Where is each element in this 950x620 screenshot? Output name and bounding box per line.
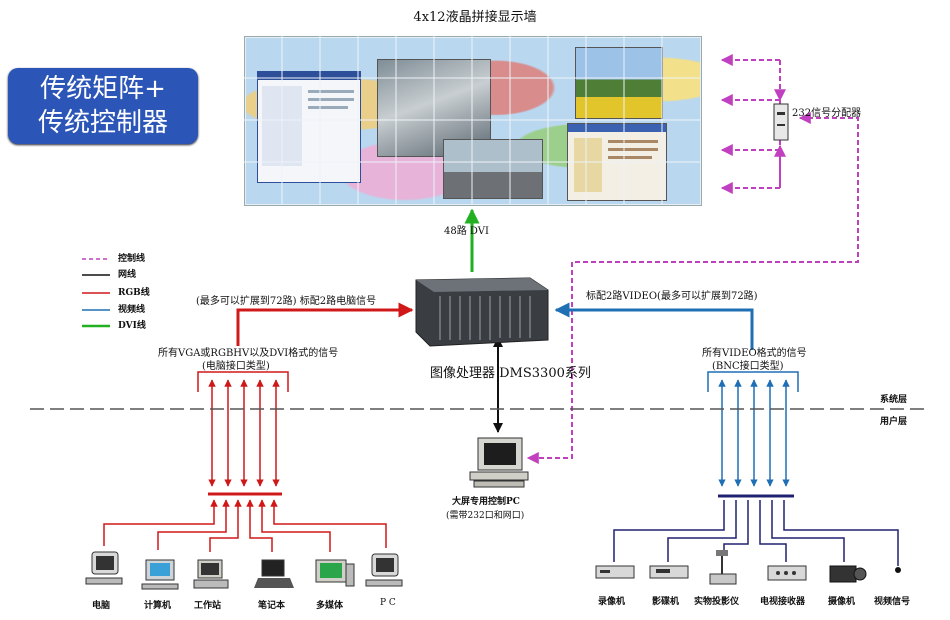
left-device-label: P C: [380, 598, 396, 608]
left-signal-line-2: (电脑接口类型): [202, 361, 270, 372]
legend-item-control: 控制线: [82, 251, 202, 267]
legend-label-video: 视频线: [118, 305, 146, 315]
dvi-label: 48路 DVI: [444, 226, 489, 237]
left-device-label: 笔记本: [258, 601, 286, 611]
left-device-label: 计算机: [144, 601, 172, 611]
legend-label-rgb: RGB线: [118, 288, 150, 298]
title-badge: 传统矩阵+ 传统控制器: [8, 68, 198, 144]
control-pc-device: [469, 437, 529, 488]
field-photo: [575, 47, 663, 119]
right-device-label: 摄像机: [828, 597, 856, 607]
rgb-bus: [103, 371, 387, 552]
right-device-label: 影碟机: [652, 597, 680, 607]
legend-label-dvi: DVI线: [118, 321, 146, 331]
left-signal-line-1: 所有VGA或RGBHV以及DVI格式的信号: [158, 348, 339, 359]
legend-lines: [82, 258, 110, 328]
video-device-bus: [613, 494, 899, 566]
legend-item-dvi: DVI线: [82, 318, 202, 334]
right-device-label: 电视接收器: [760, 597, 806, 607]
right-device-label: 实物投影仪: [694, 597, 740, 607]
left-device-label: 多媒体: [316, 601, 344, 611]
badge-line-1: 传统矩阵+: [40, 74, 166, 104]
right-device-icons: [595, 550, 901, 585]
user-layer-label: 用户层: [880, 417, 908, 427]
video-main-arrow: [554, 302, 754, 350]
processor-chassis: [415, 277, 549, 347]
diagram-title: 4x12液晶拼接显示墙: [413, 10, 537, 25]
right-signal-line-2: (BNC接口类型): [712, 361, 784, 372]
rgb-main-arrow: [236, 302, 414, 346]
legend-item-network: 网线: [82, 267, 202, 283]
video-bus: [707, 371, 799, 487]
system-layer-label: 系统层: [880, 395, 908, 405]
right-device-label: 视频信号: [874, 597, 911, 607]
processor-label: 图像处理器 DMS3300系列: [430, 366, 591, 381]
legend-label-control: 控制线: [118, 254, 146, 264]
control-pc-note: (需带232口和网口): [446, 511, 525, 521]
right-expand-label: 标配2路VIDEO(最多可以扩展到72路): [586, 291, 758, 302]
legend-item-video: 视频线: [82, 302, 202, 318]
left-device-icons: [85, 551, 403, 590]
right-device-label: 录像机: [598, 597, 626, 607]
left-expand-label: (最多可以扩展到72路) 标配2路电脑信号: [196, 296, 377, 307]
legend-label-network: 网线: [118, 270, 137, 280]
distributor-label: 232信号分配器: [792, 108, 862, 119]
distributor-device: [773, 103, 789, 141]
right-signal-line-1: 所有VIDEO格式的信号: [702, 348, 807, 359]
screen-grid: [244, 36, 700, 204]
control-pc-label: 大屏专用控制PC: [452, 497, 520, 507]
badge-line-2: 传统控制器: [37, 108, 168, 138]
left-device-label: 电脑: [92, 601, 111, 611]
legend-item-rgb: RGB线: [82, 285, 202, 301]
left-device-label: 工作站: [194, 601, 222, 611]
